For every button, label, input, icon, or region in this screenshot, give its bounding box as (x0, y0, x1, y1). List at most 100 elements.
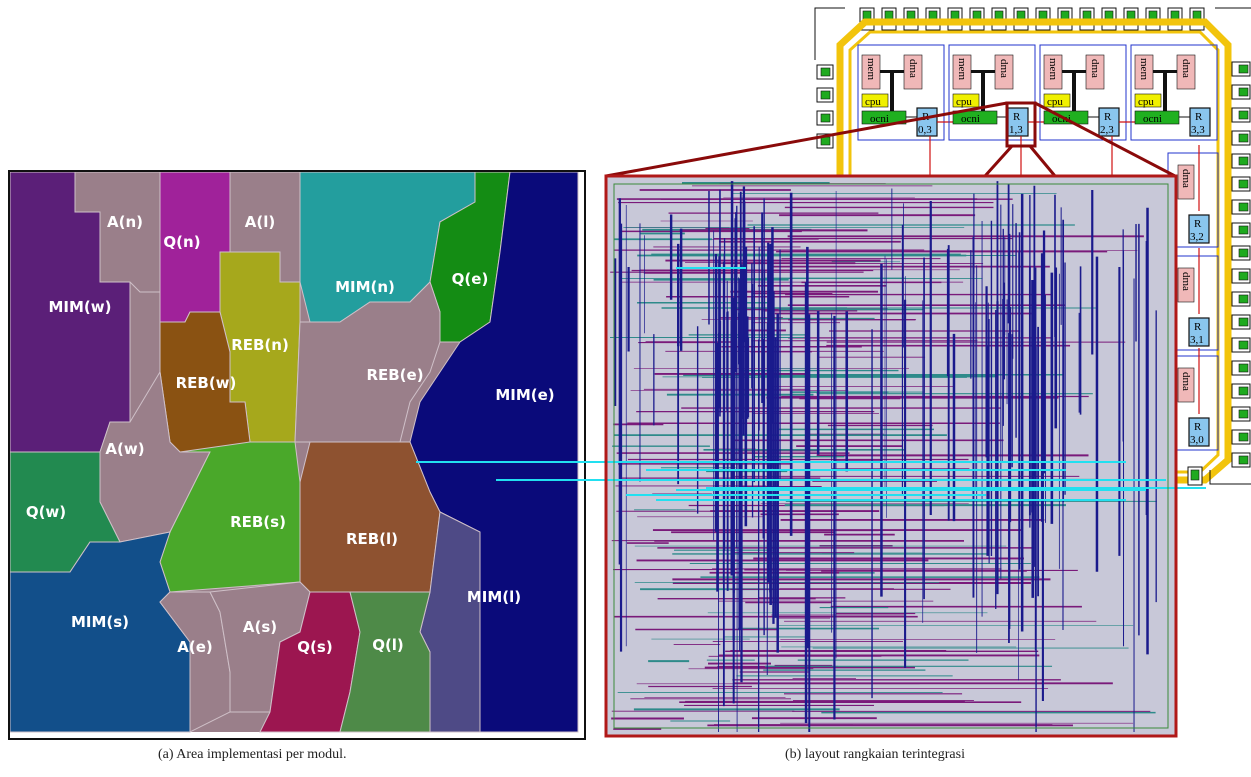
router-label: R (1013, 111, 1021, 123)
bus-line (1062, 70, 1086, 73)
tile-boundary (948, 44, 1036, 141)
io-pad-core (1238, 248, 1249, 258)
caption-b: (b) layout rangkaian terintegrasi (785, 747, 965, 762)
router (1189, 107, 1211, 137)
region-label: MIM(e) (495, 386, 554, 404)
region-label: MIM(s) (71, 613, 129, 631)
region-label: REB(l) (346, 530, 398, 548)
chip-frame (1209, 470, 1251, 485)
region-rebe (294, 281, 441, 443)
io-pad-core (1238, 110, 1249, 120)
dma-label: dma (907, 59, 919, 78)
io-pad-core (1238, 87, 1249, 97)
region-label: REB(n) (231, 336, 289, 354)
chip-layout-figure: memdmacpuocniR0,3memdmacpuocniR1,3memdma… (416, 7, 1251, 738)
io-pad-core (820, 113, 831, 123)
caption-a: (a) Area implementasi per modul. (158, 747, 347, 762)
module-area-map: MIM(w)A(n)Q(n)A(l)MIM(n)Q(e)REB(n)REB(w)… (10, 172, 579, 733)
ocni-label: ocni (870, 113, 889, 125)
bus-line (971, 70, 995, 73)
router (1188, 417, 1210, 447)
chip-frame (814, 7, 845, 60)
router-label: R (1195, 111, 1203, 123)
region-label: A(n) (107, 213, 143, 231)
router (1188, 214, 1210, 244)
router-id: 2,3 (1100, 124, 1114, 136)
router-id: 3,1 (1190, 334, 1204, 346)
bus-line (1072, 70, 1076, 114)
zoom-line (1034, 101, 1176, 178)
cpu-label: cpu (956, 96, 972, 108)
ocni-label: ocni (1143, 113, 1162, 125)
region-mims (10, 531, 191, 733)
io-pad-core (820, 67, 831, 77)
cpu-label: cpu (1047, 96, 1063, 108)
region-label: Q(n) (163, 233, 200, 251)
layout-border (604, 174, 1178, 738)
region-label: Q(s) (297, 638, 332, 656)
cpu-block (1134, 93, 1162, 108)
io-pad-core (1238, 156, 1249, 166)
mem-label: mem (865, 58, 877, 80)
io-pad-core (1238, 133, 1249, 143)
dma-block (1177, 367, 1195, 403)
bus-line (880, 70, 904, 73)
mem-label: mem (956, 58, 968, 80)
cpu-block (952, 93, 980, 108)
dma-block (1177, 267, 1195, 303)
router-id: 3,3 (1191, 124, 1205, 136)
io-pad-core (1238, 179, 1249, 189)
router-id: 0,3 (918, 124, 932, 136)
bus-line (981, 70, 985, 114)
mem-label: mem (1047, 58, 1059, 80)
io-pad-core (1238, 432, 1249, 442)
region-label: MIM(l) (467, 588, 521, 606)
region-label: MIM(n) (335, 278, 395, 296)
zoom-line (983, 144, 1014, 178)
router-id: 3,2 (1190, 231, 1204, 243)
io-pad-core (1238, 317, 1249, 327)
region-label: REB(w) (176, 374, 237, 392)
chip-layout-panel: memdmacpuocniR0,3memdmacpuocniR1,3memdma… (416, 7, 1251, 738)
ocni-label: ocni (961, 113, 980, 125)
io-pad-core (1238, 409, 1249, 419)
bus-line (1153, 70, 1177, 73)
io-pad-core (1238, 294, 1249, 304)
router-label: R (1104, 111, 1112, 123)
routing-wires (416, 181, 1206, 732)
io-pad-core (1238, 363, 1249, 373)
region-rebs (159, 441, 301, 593)
dma-label: dma (1180, 59, 1192, 78)
region-label: A(s) (243, 618, 277, 636)
cpu-block (861, 93, 889, 108)
module-area-panel: MIM(w)A(n)Q(n)A(l)MIM(n)Q(e)REB(n)REB(w)… (8, 170, 586, 740)
router-label: R (1194, 321, 1202, 333)
dma-label: dma (998, 59, 1010, 78)
dma-label: dma (1180, 272, 1192, 291)
io-pad-core (1238, 271, 1249, 281)
tile-boundary (857, 44, 945, 141)
router-id: 1,3 (1009, 124, 1023, 136)
io-pad-core (1238, 340, 1249, 350)
region-label: Q(w) (26, 503, 66, 521)
router-id: 3,0 (1190, 434, 1204, 446)
io-pad-core (820, 136, 831, 146)
zoom-line (605, 101, 1008, 178)
io-pad-core (1238, 64, 1249, 74)
cpu-label: cpu (1138, 96, 1154, 108)
io-pad-core (1190, 469, 1200, 481)
dma-label: dma (1180, 372, 1192, 391)
tile-boundary (1130, 44, 1218, 141)
region-label: A(l) (245, 213, 275, 231)
cpu-label: cpu (865, 96, 881, 108)
region-ql (339, 591, 431, 733)
region-label: A(w) (105, 440, 144, 458)
router-label: R (1194, 421, 1202, 433)
io-pad-core (1238, 225, 1249, 235)
router-label: R (1194, 218, 1202, 230)
dma-block (1177, 164, 1195, 200)
bus-line (1163, 70, 1167, 114)
zoom-line (1028, 145, 1057, 177)
io-pad-core (1238, 202, 1249, 212)
dma-label: dma (1089, 59, 1101, 78)
